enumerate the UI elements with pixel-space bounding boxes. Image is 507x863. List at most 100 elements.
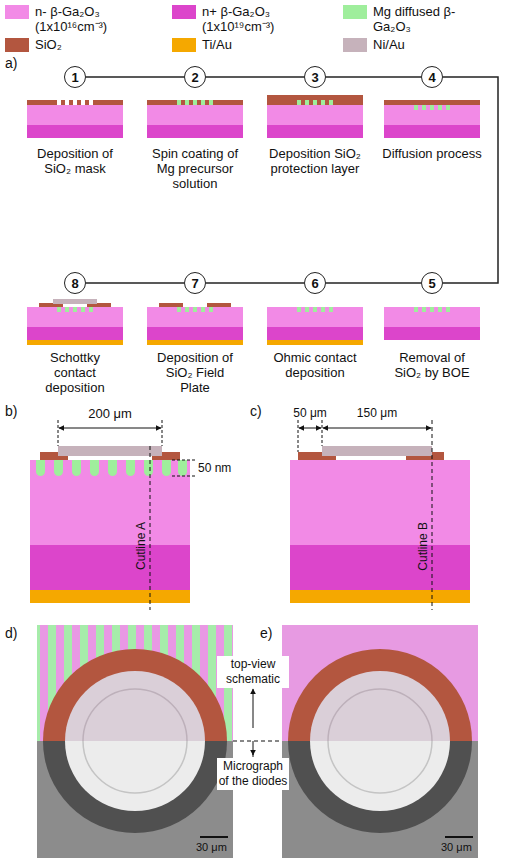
inner-edge xyxy=(328,741,432,793)
step-number-circle: 8 xyxy=(64,272,86,294)
step-number: 1 xyxy=(71,70,78,85)
layer-stack xyxy=(267,307,363,340)
step-number: 4 xyxy=(428,70,435,85)
step-device xyxy=(27,100,123,138)
step-number: 2 xyxy=(191,70,198,85)
mg-precursor xyxy=(177,100,213,105)
legend-entry: Mg diffused β-Ga₂O₃ xyxy=(343,4,488,34)
panel-label: c) xyxy=(250,404,262,419)
step-caption: Deposition of SiO₂ mask xyxy=(25,146,125,176)
mg-diffused xyxy=(177,307,213,312)
field-plate-ring xyxy=(288,649,472,741)
legend-entry: Ti/Au xyxy=(172,37,317,52)
legend-swatch xyxy=(343,38,367,52)
n-plus-layer xyxy=(290,545,470,590)
dimension-label: 50 μm xyxy=(285,406,335,421)
scale-bar xyxy=(200,836,228,838)
inner-edge xyxy=(83,741,187,793)
schottky-contact xyxy=(65,671,205,741)
step-number-circle: 7 xyxy=(184,272,206,294)
top-view-schematic xyxy=(37,625,233,741)
layer-stack xyxy=(267,105,363,138)
step-caption: Spin coating of Mg precursor solution xyxy=(145,146,245,191)
step-number-circle: 3 xyxy=(304,66,326,88)
step-caption: Schottky contact deposition xyxy=(40,350,110,395)
micrograph xyxy=(37,741,233,858)
panel-label: e) xyxy=(260,626,272,641)
sio2-layer xyxy=(384,100,480,105)
process-connector xyxy=(86,282,184,284)
panel-label: a) xyxy=(5,56,17,71)
dimension-line xyxy=(162,420,163,446)
schottky-contact xyxy=(58,446,162,456)
legend-entry: SiO₂ xyxy=(5,37,150,52)
schottky-contact xyxy=(65,741,205,811)
layer-stack xyxy=(27,307,123,340)
step-device xyxy=(27,299,123,345)
mg-diffused xyxy=(414,105,450,110)
layer-stack xyxy=(27,105,123,138)
step-device xyxy=(267,307,363,345)
pointer-arrow xyxy=(253,689,254,728)
process-connector xyxy=(326,282,421,284)
legend-swatch xyxy=(172,5,196,19)
legend-swatch xyxy=(343,5,367,19)
field-plate-ring xyxy=(43,741,227,833)
depth-marker xyxy=(172,460,196,461)
step-number-circle: 1 xyxy=(64,66,86,88)
scale-bar xyxy=(445,836,473,838)
ohmic-contact xyxy=(290,590,470,603)
step-caption: Diffusion process xyxy=(372,146,492,161)
legend-text: Ni/Au xyxy=(373,37,488,52)
panel-label: b) xyxy=(5,404,17,419)
dimension-arrow xyxy=(323,428,431,429)
cutline-label: Cutline A xyxy=(134,522,149,570)
annotation: top-view schematic xyxy=(217,656,289,688)
field-plate-ring xyxy=(288,741,472,833)
step-caption: Removal of SiO₂ by BOE xyxy=(387,350,477,380)
step-number-circle: 6 xyxy=(304,272,326,294)
legend-swatch xyxy=(5,38,29,52)
process-connector xyxy=(326,76,421,78)
field-plate xyxy=(207,303,231,307)
layer-stack xyxy=(384,307,480,340)
sio2-mask xyxy=(147,100,243,105)
step-device xyxy=(147,303,243,345)
mg-diffused xyxy=(297,307,333,312)
field-plate-ring xyxy=(43,649,227,741)
step-caption: Ohmic contact deposition xyxy=(265,350,365,380)
mask-openings xyxy=(57,100,93,105)
step-device xyxy=(384,307,480,340)
n-plus-layer xyxy=(30,545,190,590)
step-number: 5 xyxy=(428,276,435,291)
panel-label: d) xyxy=(5,626,17,641)
ohmic-contact xyxy=(30,590,190,603)
dimension-label: 50 nm xyxy=(198,461,231,476)
process-connector xyxy=(206,76,304,78)
process-connector xyxy=(206,282,304,284)
step-number: 3 xyxy=(311,70,318,85)
step-device xyxy=(267,95,363,138)
ohmic-contact xyxy=(267,340,363,345)
n-minus-layer xyxy=(290,460,470,545)
scale-label: 30 μm xyxy=(441,840,472,855)
schottky-contact xyxy=(310,671,450,741)
legend-swatch xyxy=(172,38,196,52)
step-number-circle: 2 xyxy=(184,66,206,88)
inner-edge xyxy=(328,689,432,741)
device-cross-section xyxy=(30,420,196,610)
dimension-arrow xyxy=(299,428,321,429)
sio2-mask xyxy=(27,100,123,105)
mg-diffused xyxy=(414,307,450,312)
legend-text: Ti/Au xyxy=(202,37,317,52)
step-number: 8 xyxy=(71,276,78,291)
dimension-line xyxy=(322,420,323,446)
step-caption: Deposition of SiO₂ Field Plate xyxy=(150,350,240,395)
step-number-circle: 4 xyxy=(421,66,443,88)
step-number-circle: 5 xyxy=(421,272,443,294)
split-line xyxy=(233,741,282,742)
pointer-arrow xyxy=(253,741,254,755)
